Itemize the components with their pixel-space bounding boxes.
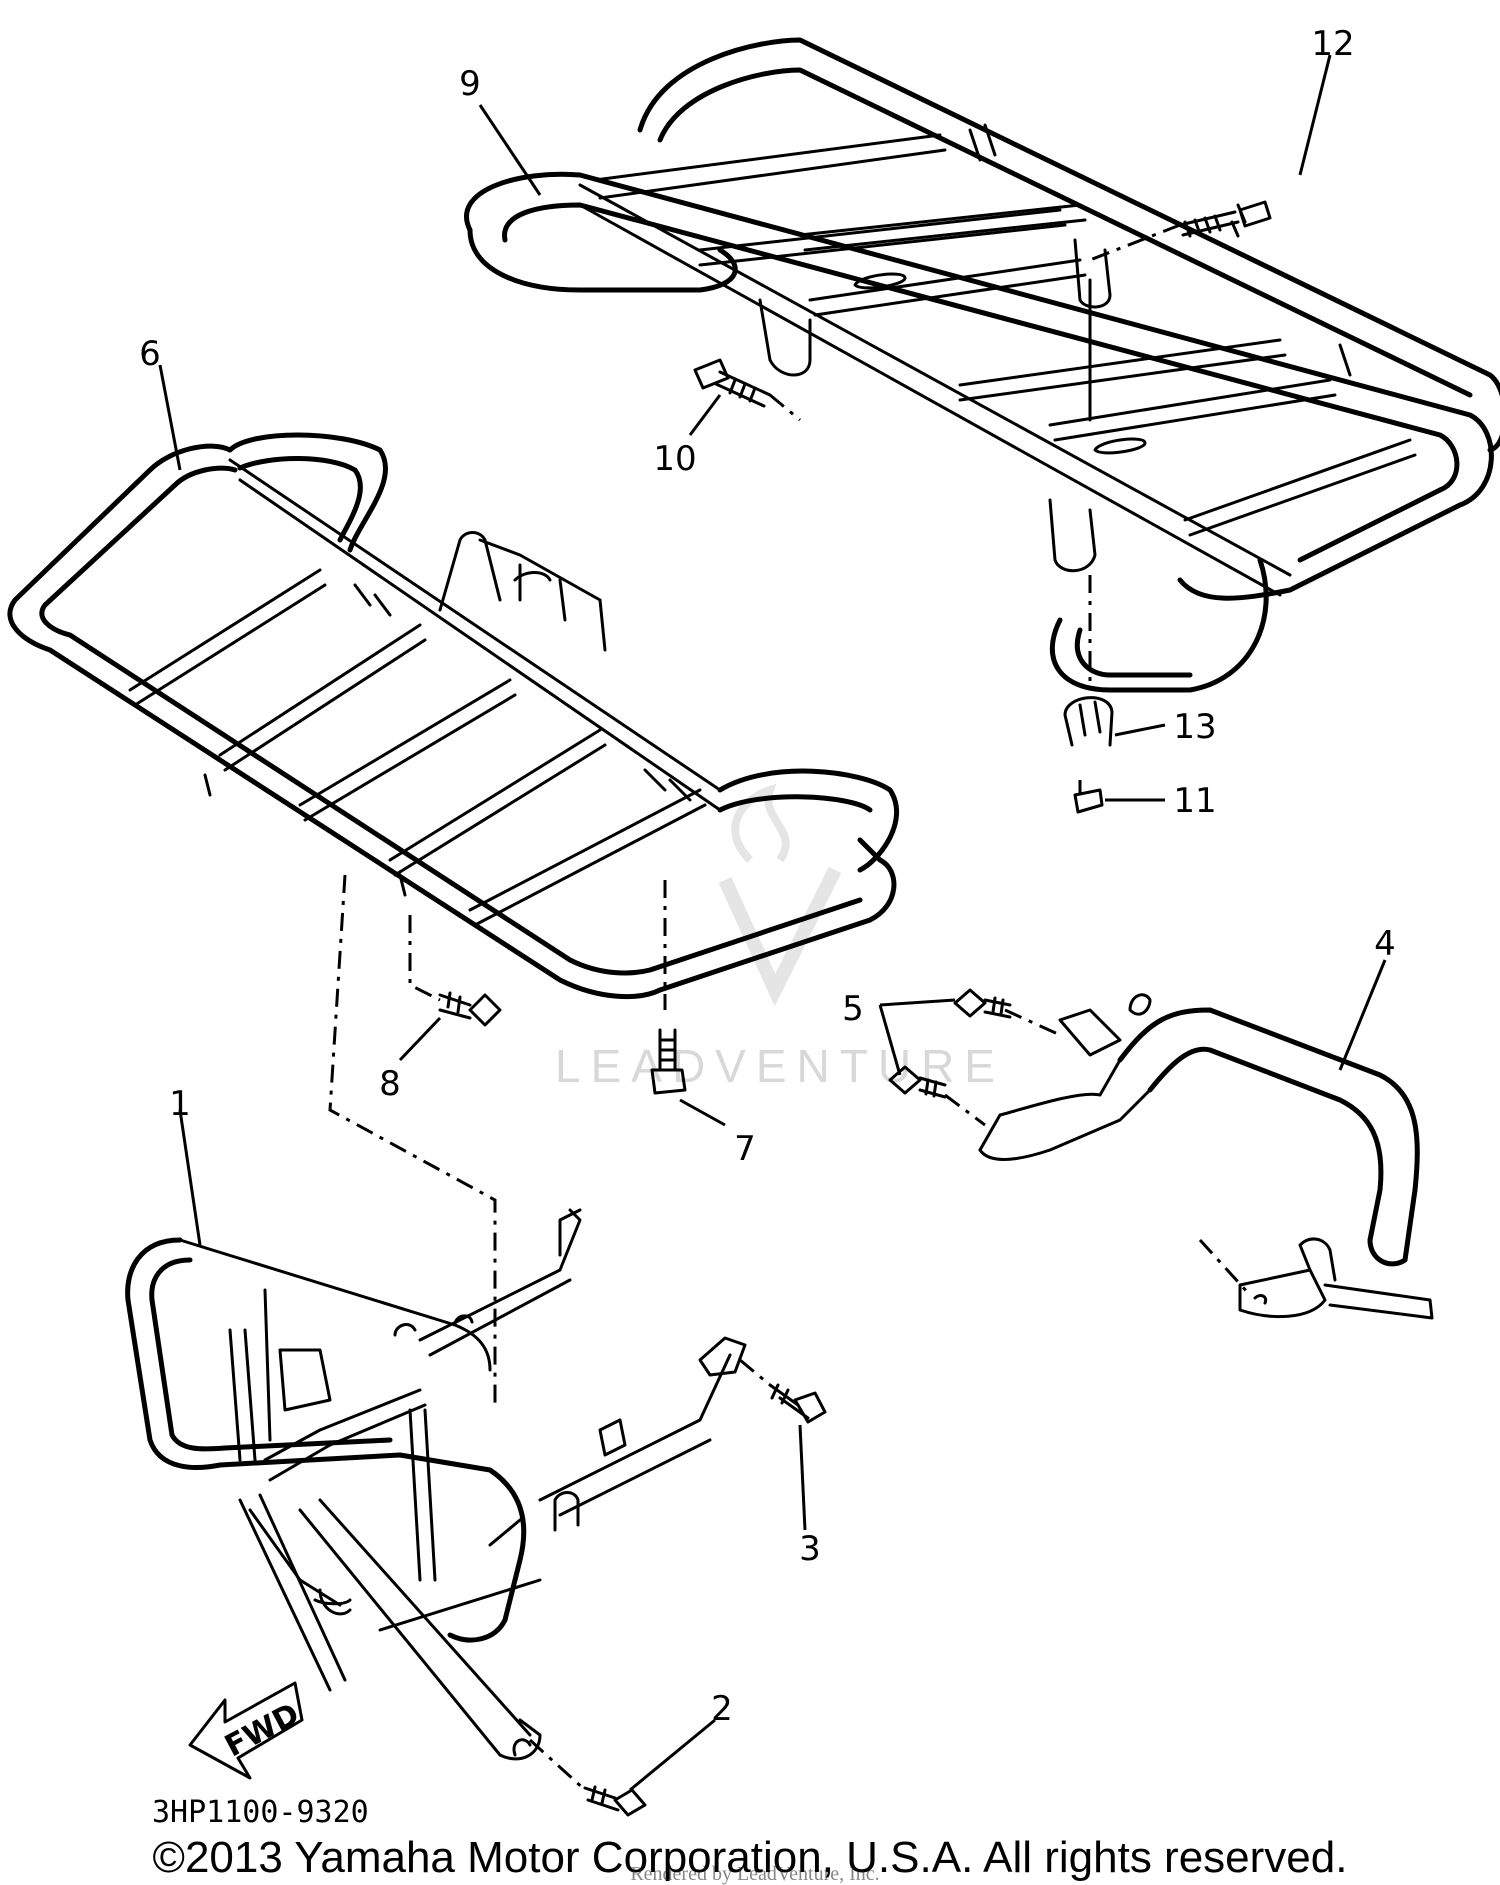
watermark: LEADVENTURE <box>555 783 1005 1092</box>
bolt-7 <box>650 1028 687 1095</box>
callout-4: 4 <box>1374 924 1396 964</box>
callout-6: 6 <box>139 334 161 374</box>
callout-1: 1 <box>169 1084 191 1124</box>
bolt-10 <box>693 358 772 408</box>
assembly-lines <box>328 223 1252 1792</box>
callout-3: 3 <box>799 1529 821 1569</box>
rear-carrier-9 <box>464 37 1500 693</box>
fwd-direction-arrow: FWD <box>188 1681 305 1780</box>
bolt-3 <box>768 1383 827 1424</box>
front-guard-1 <box>125 1208 747 1761</box>
callout-9: 9 <box>459 64 481 104</box>
front-carrier-6 <box>7 432 899 999</box>
copyright-notice: ©2013 Yamaha Motor Corporation, U.S.A. A… <box>153 1833 1348 1882</box>
clip-13 <box>1063 696 1114 747</box>
callout-8: 8 <box>379 1064 401 1104</box>
bolt-12 <box>1178 200 1272 238</box>
fwd-label: FWD <box>219 1697 305 1765</box>
rear-bumper-4 <box>978 993 1434 1320</box>
watermark-logo-icon <box>718 783 842 1007</box>
callout-12: 12 <box>1311 24 1354 64</box>
callout-10: 10 <box>653 439 696 479</box>
callout-5: 5 <box>842 989 864 1029</box>
callout-2: 2 <box>711 1689 733 1729</box>
callout-7: 7 <box>734 1129 756 1169</box>
bolt-8 <box>438 991 502 1027</box>
bolt-2 <box>583 1785 647 1817</box>
watermark-text: LEADVENTURE <box>555 1040 1005 1092</box>
callout-13: 13 <box>1173 707 1216 747</box>
part-code: 3HP1100-9320 <box>152 1795 369 1830</box>
rendered-by-credit: Rendered by LeadVenture, Inc. <box>630 1863 879 1885</box>
fwd-arrow-icon <box>188 1681 304 1780</box>
cap-11 <box>1073 788 1104 814</box>
callout-11: 11 <box>1173 781 1216 821</box>
callout-leaders <box>158 54 1387 1792</box>
